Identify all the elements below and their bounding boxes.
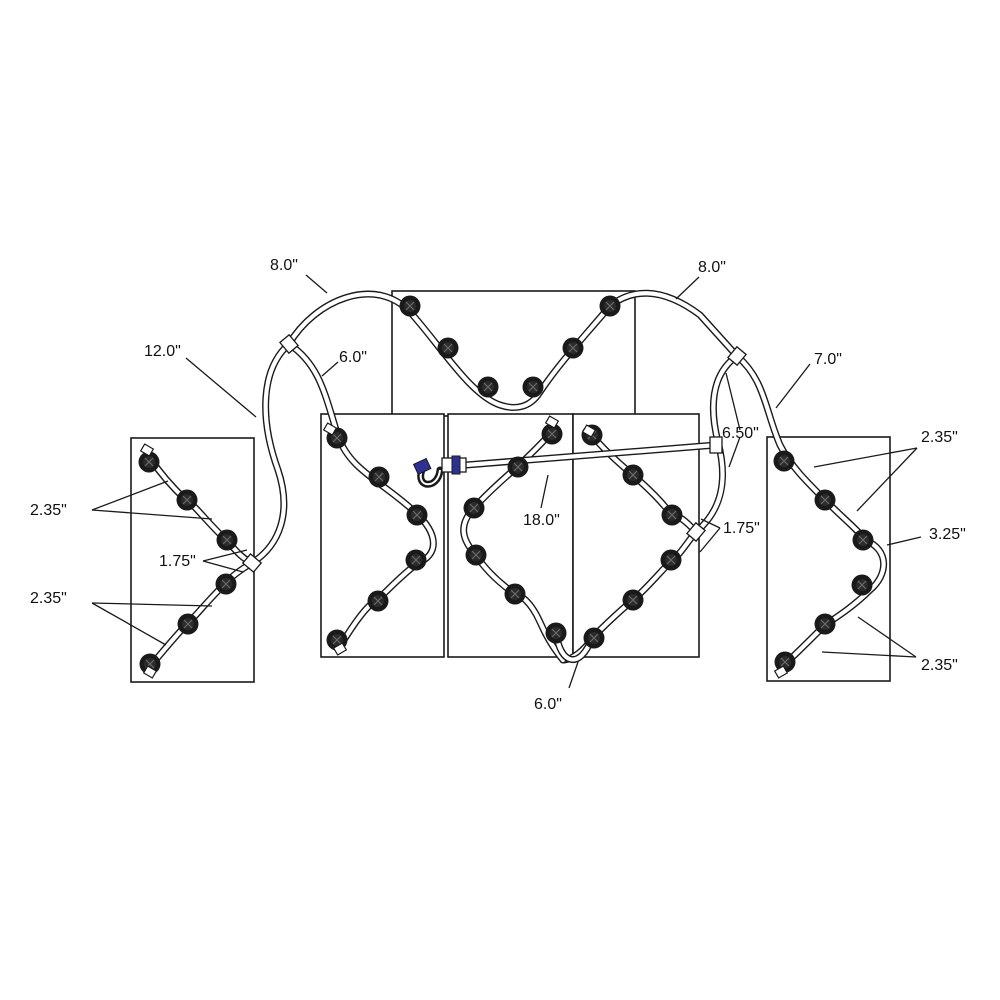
valve: [774, 651, 796, 673]
tee-connector-main-feed: [709, 436, 723, 454]
panel-top-center: [391, 290, 636, 417]
valve: [477, 376, 499, 398]
valve: [406, 504, 428, 526]
inlet-connector-collar: [451, 455, 461, 475]
valve: [522, 376, 544, 398]
valves: [138, 295, 874, 675]
valve: [367, 590, 389, 612]
valve: [814, 489, 836, 511]
measurement-1-75-right: 1.75": [723, 520, 760, 537]
valve: [851, 574, 873, 596]
valve: [368, 466, 390, 488]
valve: [465, 544, 487, 566]
measurement-7-0: 7.0": [814, 351, 842, 368]
end-plug-far-right-bottom: [773, 665, 789, 679]
valve: [562, 337, 584, 359]
end-plug-far-left-bottom: [142, 665, 158, 679]
valve: [177, 613, 199, 635]
valve: [622, 589, 644, 611]
measurement-2-35-left-top: 2.35": [30, 502, 67, 519]
panel-center-middle: [447, 413, 574, 658]
panel-far-right: [766, 436, 891, 682]
valve: [463, 497, 485, 519]
valve: [504, 583, 526, 605]
valve: [399, 295, 421, 317]
measurement-2-35-right-top: 2.35": [921, 429, 958, 446]
tee-connector-far-left: [241, 552, 263, 574]
measurement-6-0-top: 6.0": [339, 349, 367, 366]
valve: [814, 613, 836, 635]
end-plug-center-left-top: [322, 422, 338, 436]
tube-left-drop-inner: [249, 341, 292, 566]
leader-lines: [91, 274, 922, 689]
valve: [622, 464, 644, 486]
valve: [852, 529, 874, 551]
measurement-1-75-left: 1.75": [159, 553, 196, 570]
inlet-connector: [412, 455, 467, 488]
panel-center-left: [320, 413, 445, 658]
valve: [661, 504, 683, 526]
valve: [507, 456, 529, 478]
valve: [405, 549, 427, 571]
end-plugs: [139, 415, 789, 679]
end-plug-center-middle-top: [544, 415, 560, 429]
panels: [130, 290, 891, 683]
end-plug-center-left-bottom: [332, 642, 348, 656]
tee-connector-center-right: [685, 521, 707, 543]
tube-far-left-inner: [147, 455, 255, 667]
measurement-8-0-right: 8.0": [698, 259, 726, 276]
measurement-labels: 8.0" 8.0" 12.0" 6.0" 7.0" 6.50" 2.35" 2.…: [30, 257, 966, 713]
measurement-18-0: 18.0": [523, 512, 560, 529]
measurement-6-0-bottom: 6.0": [534, 696, 562, 713]
valve: [773, 450, 795, 472]
valve: [599, 295, 621, 317]
measurement-8-0-left: 8.0": [270, 257, 298, 274]
panel-far-left: [130, 437, 255, 683]
measurement-6-50: 6.50": [722, 425, 759, 442]
valve: [139, 653, 161, 675]
valve: [660, 549, 682, 571]
valve: [541, 423, 563, 445]
tee-connector-upper-right: [726, 345, 748, 367]
valve: [216, 529, 238, 551]
measurement-3-25: 3.25": [929, 526, 966, 543]
tube-main-feed-inner: [463, 442, 719, 468]
valve: [583, 627, 605, 649]
valve: [176, 489, 198, 511]
valve: [545, 622, 567, 644]
measurement-2-35-right-bottom: 2.35": [921, 657, 958, 674]
inlet-connector-tip: [412, 457, 432, 476]
measurement-12-0: 12.0": [144, 343, 181, 360]
measurement-2-35-left-bottom: 2.35": [30, 590, 67, 607]
valve: [437, 337, 459, 359]
tee-connector-upper-left: [278, 333, 300, 355]
tee-connectors: [241, 333, 748, 574]
end-plug-center-right-top: [581, 424, 597, 438]
end-plug-far-left-top: [139, 443, 155, 457]
valve: [215, 573, 237, 595]
tube-top-arc-inner: [286, 291, 740, 410]
